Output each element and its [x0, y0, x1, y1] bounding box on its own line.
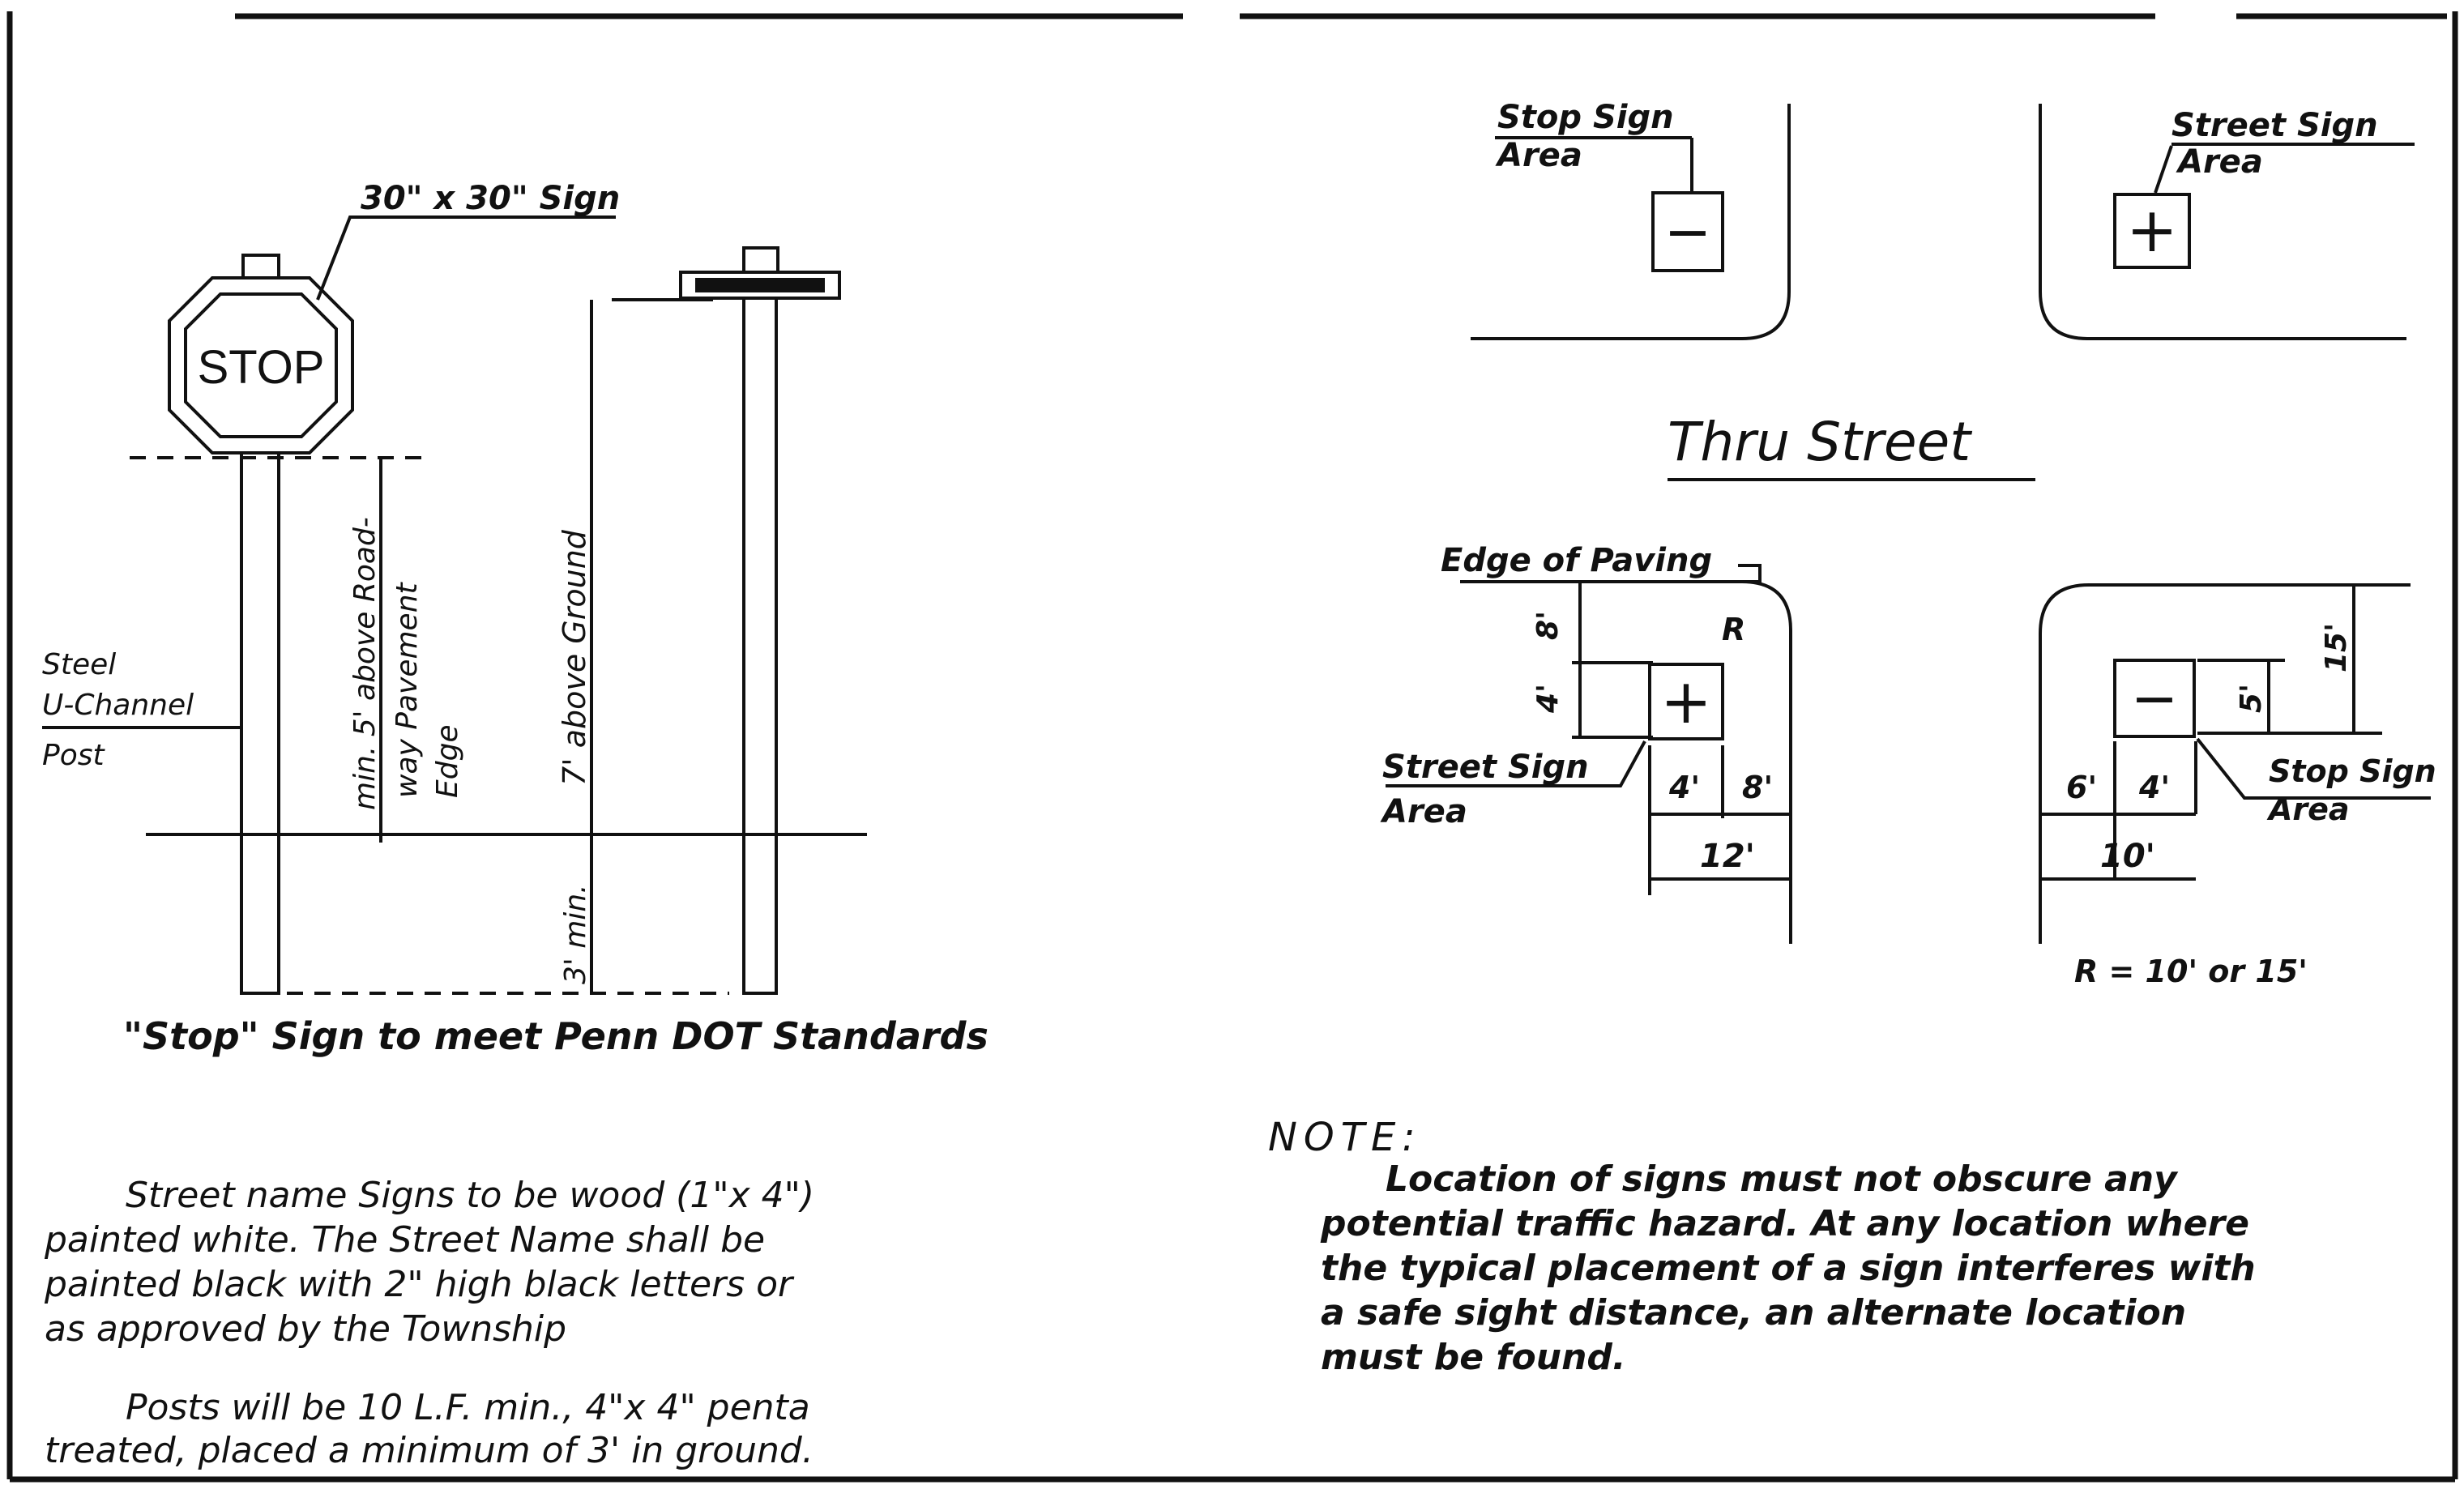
svg-text:Area: Area	[1380, 793, 1467, 830]
svg-text:treated, placed a minimum of 3: treated, placed a minimum of 3' in groun…	[45, 1430, 814, 1471]
svg-text:4': 4'	[1668, 770, 1700, 805]
curb-top-left	[1471, 104, 1791, 340]
radius-note: R = 10' or 15'	[2074, 954, 2308, 989]
svg-text:NOTE:: NOTE:	[1268, 1115, 1422, 1160]
stop-sign-caption: "Stop" Sign to meet Penn DOT Standards	[123, 1014, 989, 1058]
svg-text:4': 4'	[2138, 770, 2170, 805]
svg-text:a safe sight distance, an alte: a safe sight distance, an alternate loca…	[1321, 1292, 2186, 1334]
svg-text:min. 5' above Road-: min. 5' above Road-	[348, 517, 382, 810]
post-label: Steel U-Channel Post	[42, 648, 241, 772]
spec-paragraph-1: Street name Signs to be wood (1"x 4") pa…	[44, 1175, 814, 1350]
svg-text:8': 8'	[1531, 611, 1565, 640]
svg-text:Posts will be 10 L.F. min., 4": Posts will be 10 L.F. min., 4"x 4" penta	[126, 1387, 810, 1428]
plus-symbol: +	[2126, 194, 2178, 266]
svg-text:Area: Area	[1495, 137, 1582, 174]
minus-symbol: −	[1664, 198, 1712, 265]
spec-paragraph-2: Posts will be 10 L.F. min., 4"x 4" penta…	[45, 1387, 814, 1471]
svg-text:Area: Area	[2176, 143, 2263, 181]
top-stop-sign-area: Stop Sign Area −	[1495, 99, 1724, 272]
svg-text:Steel: Steel	[42, 648, 116, 681]
svg-text:15': 15'	[2320, 623, 2353, 672]
svg-text:Area: Area	[2266, 792, 2350, 827]
svg-text:Stop Sign: Stop Sign	[2269, 753, 2436, 789]
street-height-label: 7' above Ground	[557, 529, 592, 786]
svg-text:Location of signs must not obs: Location of signs must not obscure any	[1386, 1159, 2179, 1200]
right-intersection-detail: − 5' 15' Stop Sign Area 6' 4' 10'	[2039, 583, 2436, 944]
svg-text:U-Channel: U-Channel	[42, 689, 194, 722]
svg-text:−: −	[2131, 665, 2179, 732]
stop-height-label: min. 5' above Road- way Pavement Edge	[348, 517, 464, 810]
sheet-border	[6, 11, 2458, 1483]
svg-text:way Pavement: way Pavement	[391, 581, 424, 798]
stop-sign-octagon	[168, 276, 354, 454]
svg-text:Edge of Paving: Edge of Paving	[1441, 542, 1712, 579]
stop-text: STOP	[198, 341, 325, 394]
top-street-sign-area: Street Sign Area +	[2113, 107, 2415, 269]
svg-text:6': 6'	[2066, 770, 2097, 805]
sign-size-label: 30" x 30" Sign	[361, 180, 620, 217]
svg-text:Street Sign: Street Sign	[1382, 749, 1589, 786]
svg-text:Post: Post	[42, 739, 105, 772]
thru-street-label: Thru Street	[1668, 411, 1972, 473]
svg-text:10': 10'	[2100, 838, 2155, 875]
svg-text:Stop Sign: Stop Sign	[1497, 99, 1674, 136]
svg-text:5': 5'	[2235, 684, 2268, 713]
note-block: NOTE: Location of signs must not obscure…	[1268, 1115, 2256, 1378]
svg-text:the typical placement of a sig: the typical placement of a sign interfer…	[1321, 1248, 2256, 1289]
svg-text:4': 4'	[1531, 684, 1565, 714]
left-intersection-detail: Edge of Paving R 4' 8' + Street Sign Are…	[1380, 542, 1792, 944]
svg-text:8': 8'	[1742, 770, 1773, 805]
curb-top-right	[2039, 104, 2406, 340]
svg-text:12': 12'	[1700, 838, 1755, 875]
depth-label: 3' min.	[559, 884, 592, 984]
svg-text:painted black with 2" high bla: painted black with 2" high black letters…	[44, 1264, 795, 1305]
street-sign-assembly	[612, 246, 841, 995]
svg-text:as approved by the Township: as approved by the Township	[45, 1308, 566, 1350]
svg-text:+: +	[1660, 665, 1712, 737]
svg-text:Street name Signs to be wood (: Street name Signs to be wood (1"x 4")	[126, 1175, 814, 1216]
svg-text:Edge: Edge	[431, 724, 464, 798]
svg-text:must be found.: must be found.	[1321, 1337, 1626, 1378]
svg-text:Street Sign: Street Sign	[2171, 107, 2378, 144]
stop-sign-post	[240, 451, 280, 995]
svg-text:potential traffic hazard. At a: potential traffic hazard. At any locatio…	[1320, 1203, 2249, 1244]
svg-text:R: R	[1722, 612, 1745, 647]
svg-text:painted white. The Street Name: painted white. The Street Name shall be	[44, 1219, 765, 1261]
